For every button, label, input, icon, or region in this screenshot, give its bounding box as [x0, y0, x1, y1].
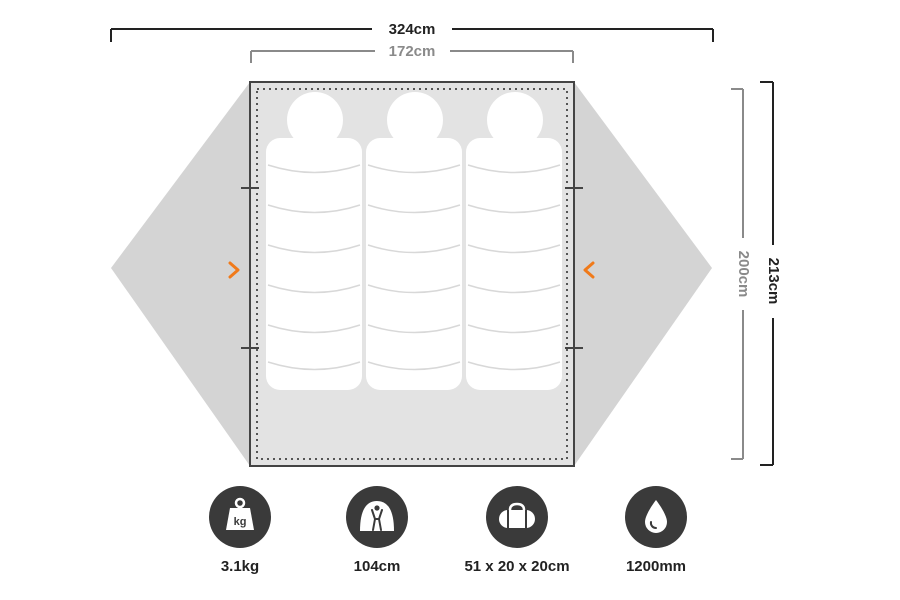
waterdrop-icon — [625, 486, 687, 548]
sleeping-bag-2 — [366, 92, 462, 390]
tent-floorplan-diagram: 324cm 172cm 213cm 200cm — [110, 21, 782, 467]
spec-weight-value: 3.1kg — [220, 558, 260, 575]
pole-hubs — [241, 187, 583, 349]
spec-pack-size: 51 x 20 x 20cm — [442, 486, 592, 575]
weight-icon: kg — [209, 486, 271, 548]
weight-icon-text: kg — [234, 516, 247, 528]
inner-width-dimension — [250, 50, 574, 63]
spec-height-value: 104cm — [353, 558, 401, 575]
inner-width-label: 172cm — [389, 43, 436, 60]
height-icon — [346, 486, 408, 548]
inner-length-dimension — [731, 88, 744, 460]
total-width-label: 324cm — [389, 21, 436, 38]
sleeping-bag-1 — [266, 92, 362, 390]
door-arrow-left — [228, 261, 240, 279]
spec-pack-size-value: 51 x 20 x 20cm — [464, 558, 570, 575]
inner-tent-mesh-border — [256, 88, 568, 460]
spec-height: 104cm — [302, 486, 452, 575]
sleeping-bag-3 — [466, 92, 562, 390]
total-length-label: 213cm — [765, 258, 782, 305]
pack-bag-icon — [486, 486, 548, 548]
total-width-dimension — [110, 28, 714, 42]
spec-waterproof-value: 1200mm — [625, 558, 687, 575]
spec-weight: kg 3.1kg — [165, 486, 315, 575]
inner-length-label: 200cm — [735, 251, 752, 298]
door-arrow-right — [583, 261, 595, 279]
total-length-dimension — [760, 81, 774, 466]
spec-waterproof: 1200mm — [581, 486, 731, 575]
